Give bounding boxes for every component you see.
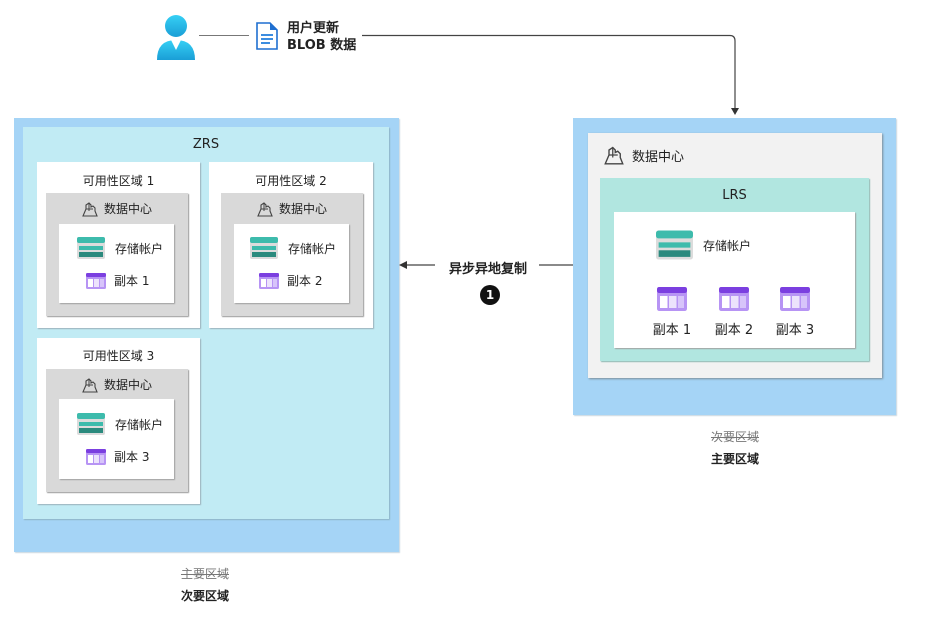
datacenter-header: 数据中心 <box>221 200 363 217</box>
storage-card <box>59 224 174 303</box>
connector-line <box>199 35 249 36</box>
user-update-line1: 用户更新 <box>287 21 340 36</box>
storage-account-icon <box>656 230 693 260</box>
datacenter-icon <box>82 201 98 217</box>
user-icon <box>155 14 197 60</box>
replica-label: 副本 3 <box>114 450 150 464</box>
replica-item: 副本 3 <box>86 448 149 465</box>
write-arrow <box>362 33 742 117</box>
datacenter-header: 数据中心 <box>46 200 188 217</box>
datacenter-icon <box>257 201 273 217</box>
replica-icon <box>86 272 106 289</box>
replica-icon <box>719 287 749 311</box>
storage-account-icon <box>77 413 105 435</box>
replica-item: 副本 1 <box>648 287 696 338</box>
left-region-caption: 次要区域 <box>180 589 229 603</box>
step-badge: 1 <box>480 285 500 305</box>
storage-card <box>59 399 174 479</box>
storage-account-item: 存储帐户 <box>77 237 163 259</box>
zone-label: 可用性区域 1 <box>82 174 155 188</box>
storage-account-item: 存储帐户 <box>77 413 163 435</box>
replica-item: 副本 3 <box>771 287 819 338</box>
datacenter-label: 数据中心 <box>103 202 152 216</box>
datacenter-label: 数据中心 <box>632 149 685 165</box>
storage-account-icon <box>77 237 105 259</box>
lrs-title: LRS <box>722 188 747 203</box>
storage-card <box>234 224 349 303</box>
replica-icon <box>86 448 106 465</box>
datacenter-header: 数据中心 <box>46 376 188 393</box>
replica-icon <box>780 287 810 311</box>
replica-label: 副本 1 <box>114 274 150 288</box>
step-number: 1 <box>485 288 495 302</box>
storage-account-label: 存储帐户 <box>115 241 164 256</box>
storage-account-item: 存储帐户 <box>656 230 751 260</box>
datacenter-label: 数据中心 <box>103 378 152 392</box>
replica-item: 副本 1 <box>86 272 149 289</box>
lrs-storage-card <box>614 212 855 348</box>
right-region-caption: 主要区域 <box>710 452 759 466</box>
datacenter-label: 数据中心 <box>278 202 327 216</box>
replication-arrow <box>399 259 574 271</box>
zone-label: 可用性区域 2 <box>255 174 327 188</box>
replica-item: 副本 2 <box>259 272 322 289</box>
user-update-label: 用户更新 BLOB 数据 <box>287 20 356 54</box>
replica-label: 副本 2 <box>714 323 754 338</box>
zrs-title: ZRS <box>192 137 220 152</box>
storage-account-label: 存储帐户 <box>703 238 752 253</box>
replica-item: 副本 2 <box>710 287 758 338</box>
replica-label: 副本 1 <box>652 323 692 338</box>
replication-label: 异步异地复制 <box>448 262 527 277</box>
datacenter-icon <box>82 377 98 393</box>
storage-account-icon <box>250 237 278 259</box>
left-region-old-caption: 主要区域 <box>180 567 229 581</box>
replica-label: 副本 2 <box>287 274 323 288</box>
user-update-line2: BLOB 数据 <box>287 38 357 53</box>
replica-label: 副本 3 <box>775 323 815 338</box>
storage-account-item: 存储帐户 <box>250 237 336 259</box>
right-datacenter-header: 数据中心 <box>604 145 684 165</box>
right-region-old-caption: 次要区域 <box>710 430 759 444</box>
storage-account-label: 存储帐户 <box>115 417 164 432</box>
zone-label: 可用性区域 3 <box>82 349 155 363</box>
datacenter-icon <box>604 145 624 165</box>
document-icon <box>255 22 279 50</box>
replica-icon <box>657 287 687 311</box>
storage-account-label: 存储帐户 <box>288 241 337 256</box>
replica-icon <box>259 272 279 289</box>
